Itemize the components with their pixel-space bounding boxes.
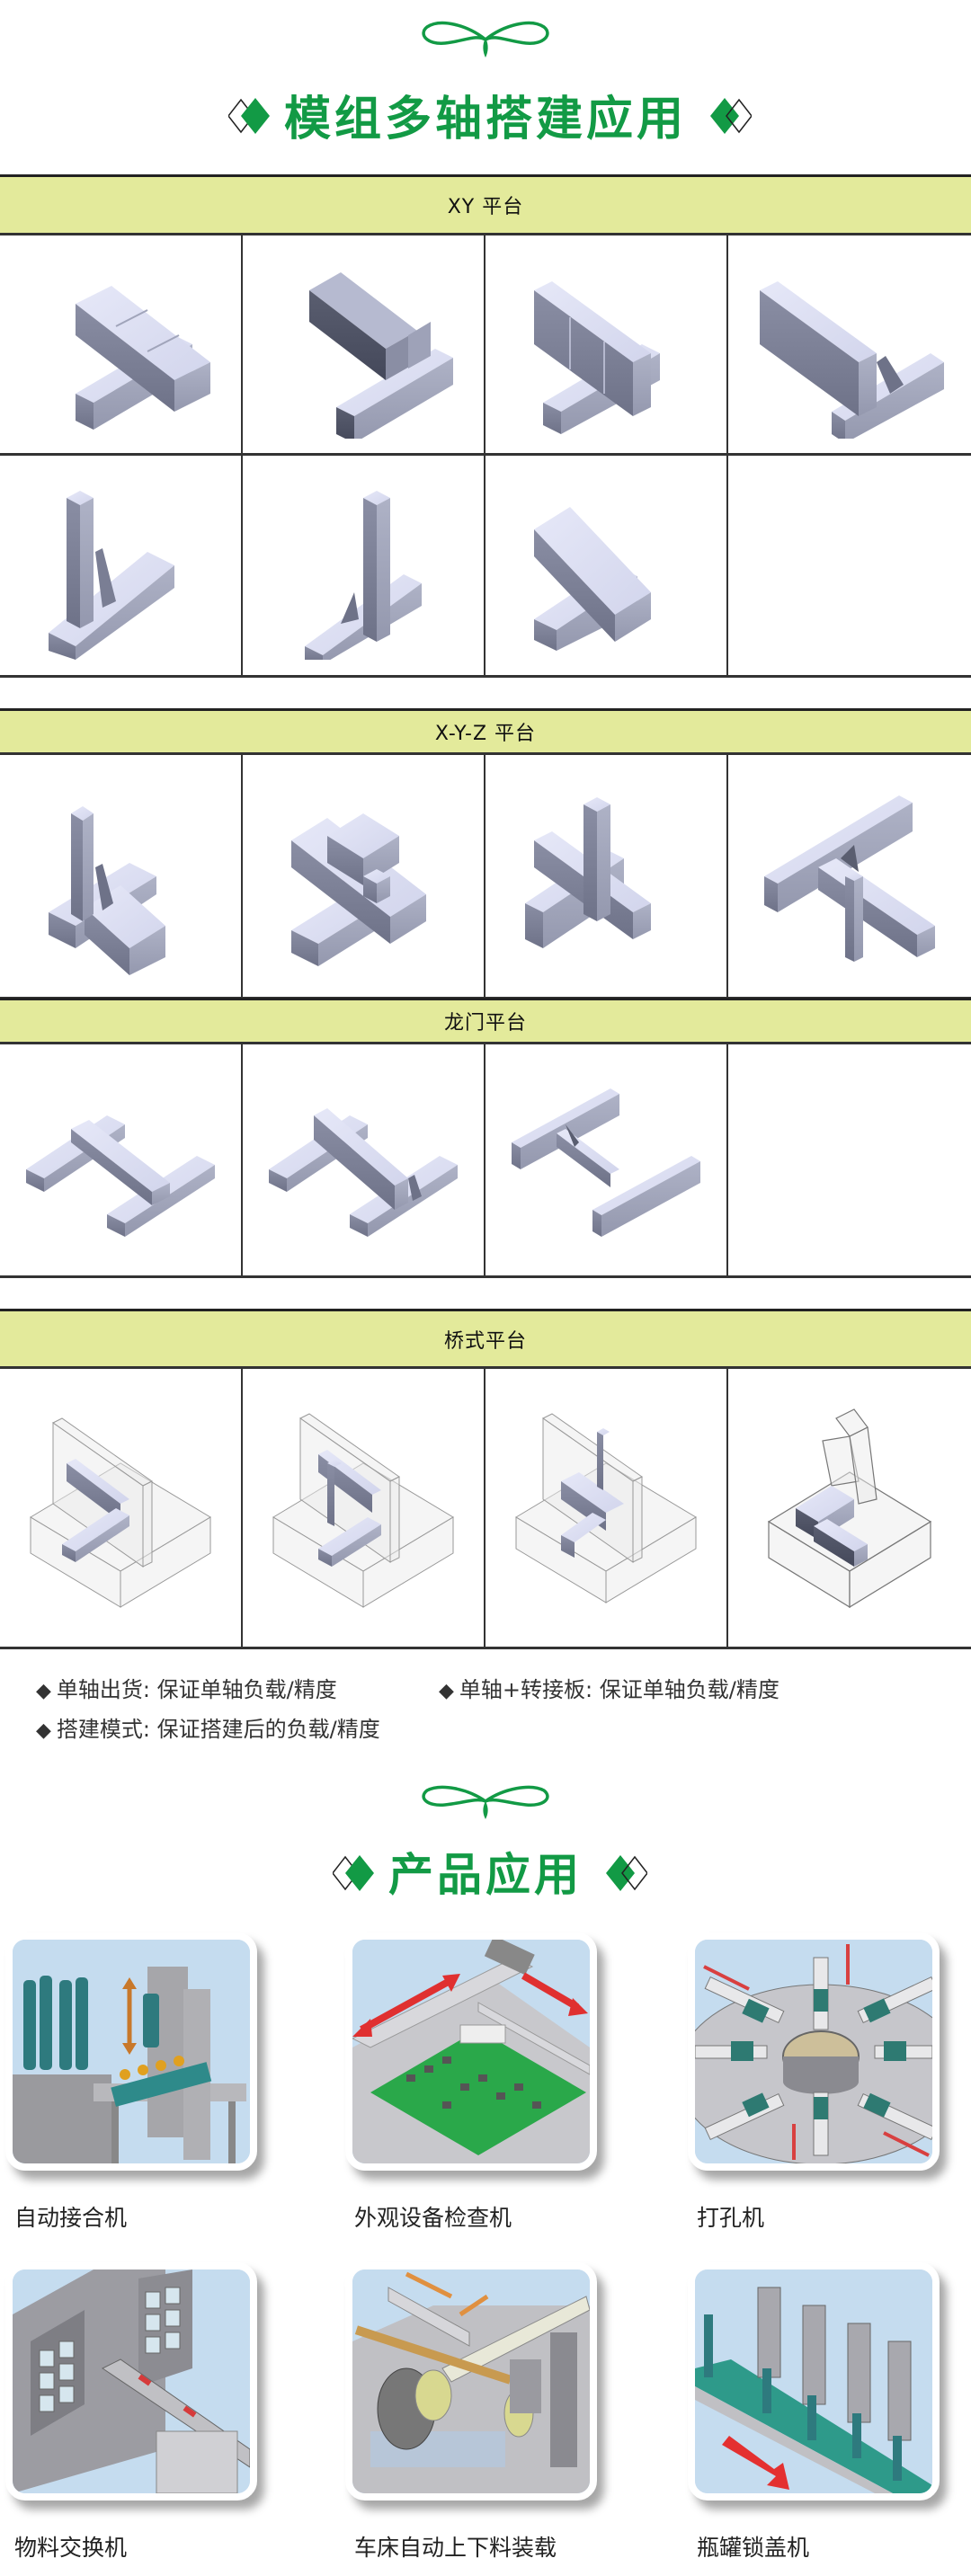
section-ornament (418, 16, 553, 59)
section2-title: 产品应用 (388, 1849, 583, 1901)
note-text: 搭建模式: 保证搭建后的负载/精度 (56, 1717, 380, 1742)
wireframe-bridge-icon (515, 1412, 697, 1603)
diamond-outline-icon (227, 96, 270, 134)
group-title: 桥式平台 (443, 1329, 527, 1353)
group-header-gantry: 龙门平台 (0, 998, 971, 1044)
iso-box-diagram-icon (291, 813, 426, 966)
diagram-xy-1 (0, 235, 243, 453)
application-image-drilling-machine (688, 1932, 940, 2171)
iso-box-diagram-icon (49, 805, 165, 975)
empty-cell (728, 456, 971, 675)
grid-row-bridge (0, 1369, 971, 1649)
application-image-inspection-machine (345, 1932, 597, 2171)
grid-row-xy-1 (0, 235, 971, 456)
application-card: 物料交换机 (5, 2262, 268, 2561)
iso-box-diagram-icon (534, 281, 660, 434)
application-label: 自动接合机 (14, 2205, 128, 2231)
application-image-lathe-loader (345, 2262, 597, 2500)
diagram-xyz-2 (243, 755, 486, 997)
grid-row-gantry (0, 1044, 971, 1278)
grid-row-xyz (0, 755, 971, 999)
section1-title: 模组多轴搭建应用 (283, 92, 687, 147)
diagram-xy-3 (486, 235, 728, 453)
note-text: 单轴+转接板: 保证单轴负载/精度 (459, 1677, 779, 1702)
group-title: 龙门平台 (443, 1012, 527, 1035)
iso-box-diagram-icon (49, 491, 174, 660)
swirl-ornament-icon (422, 1785, 549, 1819)
application-label: 外观设备检查机 (354, 2205, 512, 2231)
iso-box-diagram-icon (764, 795, 935, 962)
iso-box-diagram-icon (760, 281, 944, 439)
iso-box-diagram-icon (76, 286, 210, 430)
diagram-xy-2 (243, 235, 486, 453)
diagram-xy-5 (0, 456, 243, 675)
diagram-bridge-2 (243, 1369, 486, 1647)
application-image-material-exchanger (5, 2262, 257, 2500)
group-header-xyz: X-Y-Z 平台 (0, 708, 971, 755)
diagram-bridge-1 (0, 1369, 243, 1647)
note-text: 单轴出货: 保证单轴负载/精度 (56, 1677, 337, 1702)
iso-box-diagram-icon (525, 796, 651, 948)
section-ornament (418, 1781, 553, 1825)
diamond-outline-icon (707, 96, 753, 134)
note-item: ◆搭建模式: 保证搭建后的负载/精度 (36, 1711, 380, 1743)
note-item: ◆单轴+转接板: 保证单轴负载/精度 (439, 1672, 779, 1703)
section2-title-row: 产品应用 (0, 1844, 971, 1901)
iso-box-diagram-icon (309, 272, 453, 439)
diagram-bridge-3 (486, 1369, 728, 1647)
wireframe-bridge-icon (272, 1412, 454, 1608)
diagram-xyz-1 (0, 755, 243, 997)
wireframe-bridge-icon (30, 1417, 211, 1608)
application-card: 瓶罐锁盖机 (688, 2262, 950, 2561)
wireframe-bridge-icon (767, 1408, 932, 1608)
application-label: 瓶罐锁盖机 (697, 2535, 810, 2561)
group-header-bridge: 桥式平台 (0, 1309, 971, 1369)
grid-row-xy-2 (0, 456, 971, 678)
diagram-xy-6 (243, 456, 486, 675)
iso-box-diagram-icon (269, 1107, 458, 1237)
diamond-outline-icon (332, 1853, 374, 1891)
group-title: X-Y-Z 平台 (434, 723, 537, 745)
empty-cell (728, 1044, 971, 1275)
diagram-xyz-3 (486, 755, 728, 997)
application-label: 物料交换机 (14, 2535, 128, 2561)
diagram-gantry-2 (243, 1044, 486, 1275)
iso-box-diagram-icon (512, 1088, 700, 1237)
diamond-bullet-icon: ◆ (36, 1680, 51, 1702)
diamond-bullet-icon: ◆ (36, 1719, 51, 1742)
application-card: 车床自动上下料装载 (345, 2262, 608, 2561)
section1-title-row: 模组多轴搭建应用 (0, 83, 971, 147)
application-image-capping-machine (688, 2262, 940, 2500)
application-card: 打孔机 (688, 1932, 950, 2231)
diagram-gantry-3 (486, 1044, 728, 1275)
iso-box-diagram-icon (305, 491, 422, 660)
diagram-xy-4 (728, 235, 971, 453)
application-label: 车床自动上下料装载 (354, 2535, 557, 2561)
iso-box-diagram-icon (534, 507, 651, 651)
diagram-xy-7 (486, 456, 728, 675)
application-image-bonding-machine (5, 1932, 257, 2171)
diagram-bridge-4 (728, 1369, 971, 1647)
note-item: ◆单轴出货: 保证单轴负载/精度 (36, 1672, 337, 1703)
group-title: XY 平台 (447, 196, 524, 218)
application-card: 自动接合机 (5, 1932, 268, 2231)
application-label: 打孔机 (697, 2205, 765, 2231)
diagram-gantry-1 (0, 1044, 243, 1275)
swirl-ornament-icon (422, 21, 549, 58)
group-header-xy: XY 平台 (0, 174, 971, 235)
diamond-outline-icon (602, 1853, 648, 1891)
application-card: 外观设备检查机 (345, 1932, 608, 2231)
diagram-xyz-4 (728, 755, 971, 997)
iso-box-diagram-icon (26, 1115, 215, 1237)
diamond-bullet-icon: ◆ (439, 1680, 454, 1702)
